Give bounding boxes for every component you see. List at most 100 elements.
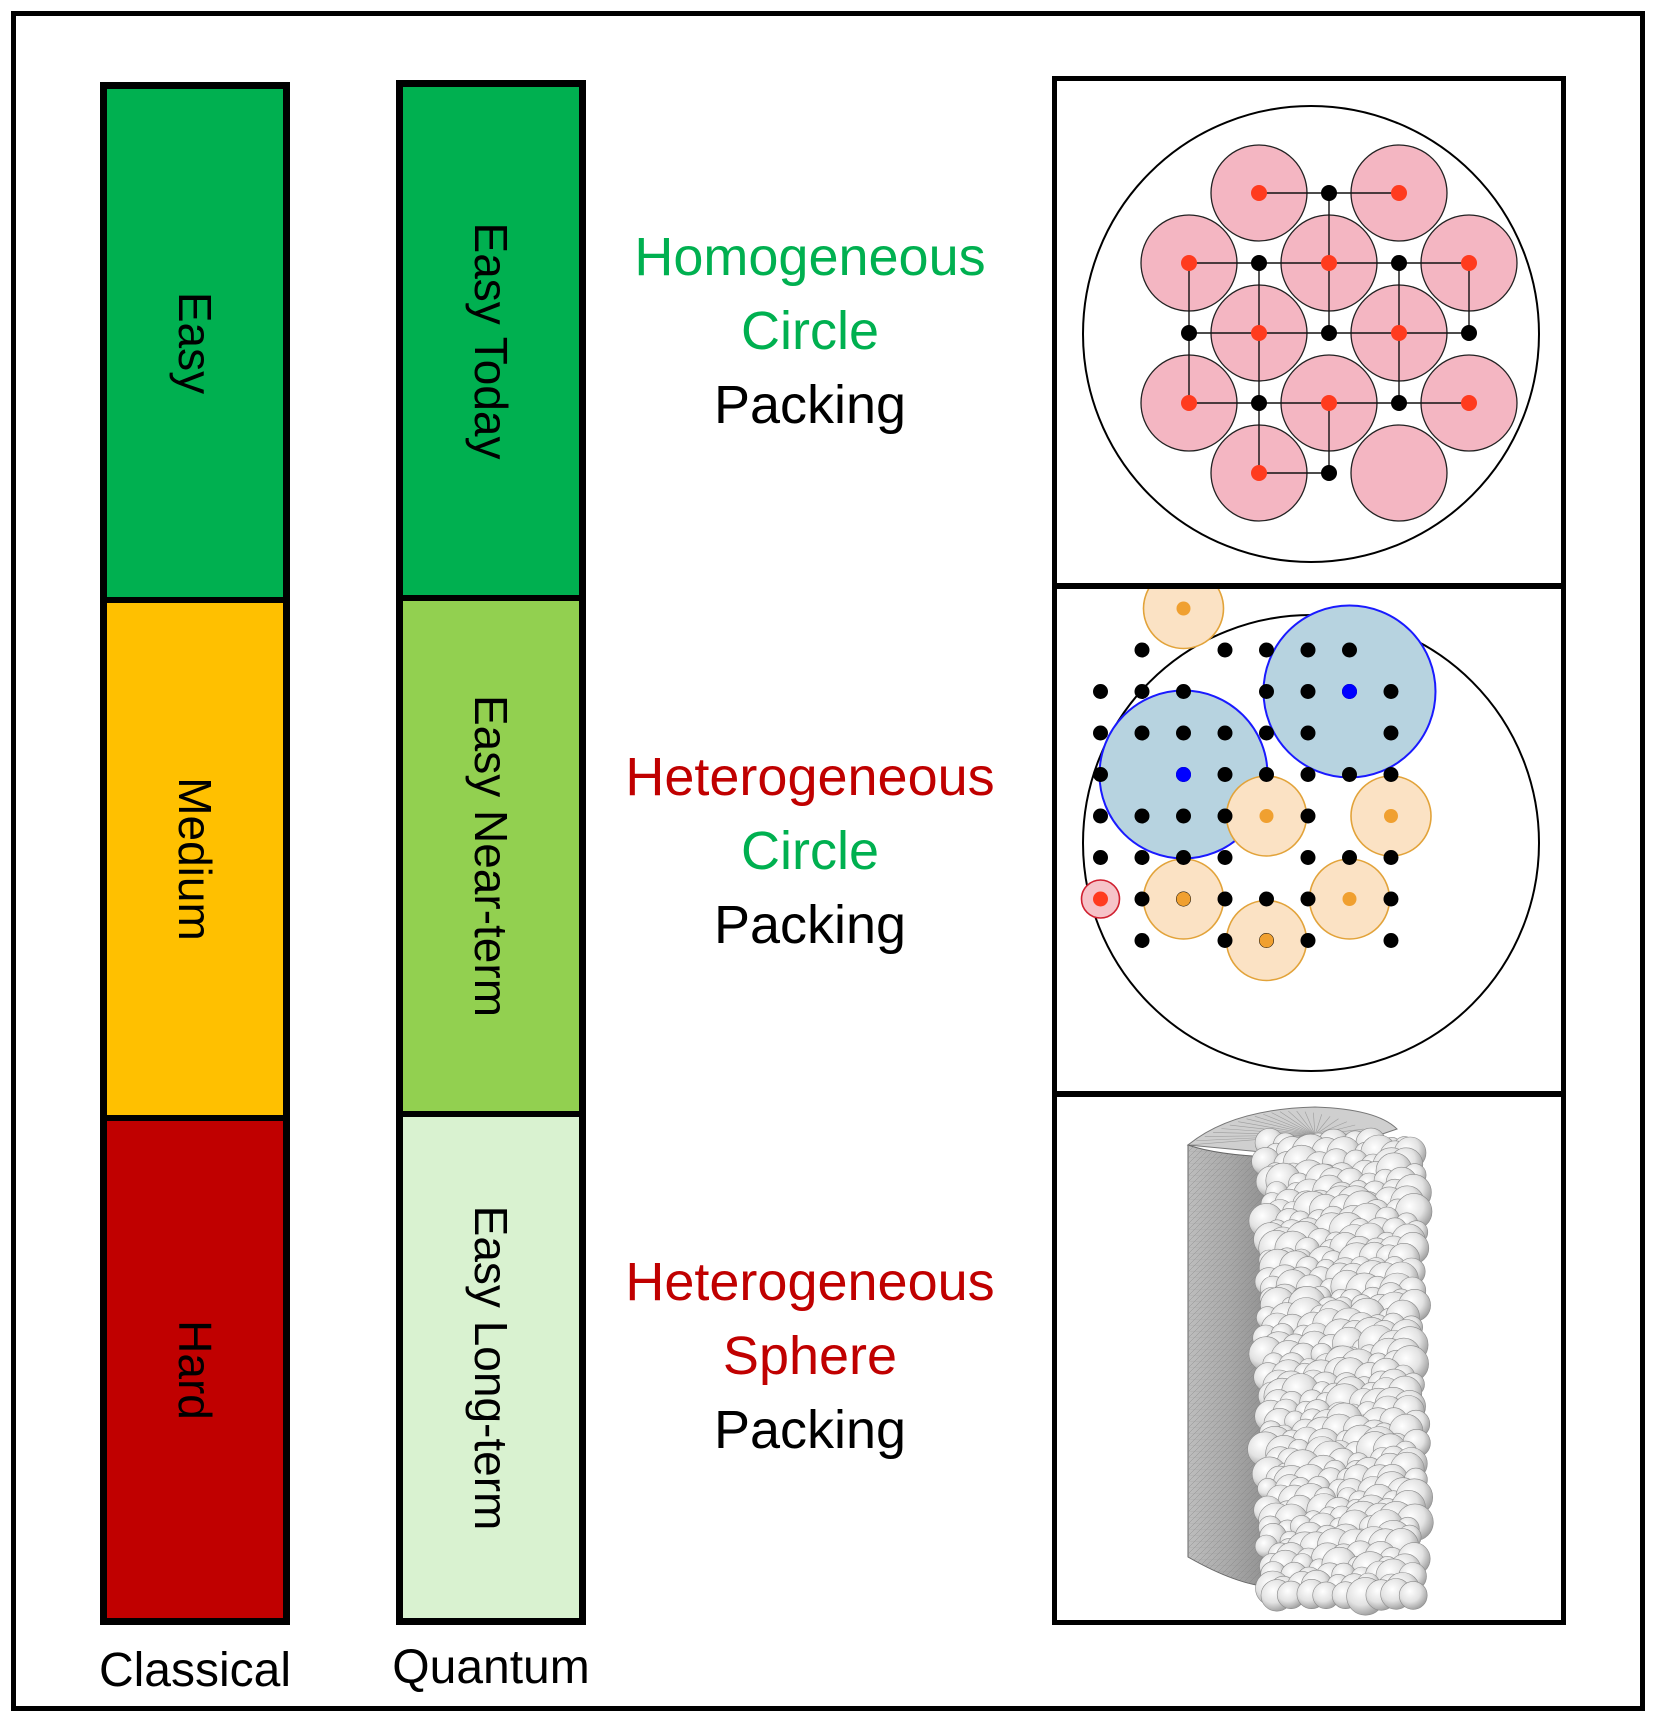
- grid-node: [1259, 767, 1274, 782]
- circle-center: [1321, 395, 1337, 411]
- circle-center: [1176, 892, 1191, 906]
- grid-node: [1217, 891, 1233, 907]
- quantum-label-near-term: Easy Near-term: [465, 694, 517, 1018]
- grid-node: [1300, 684, 1316, 699]
- grid-node: [1217, 725, 1233, 741]
- heterogeneous-sphere-packing-panel: [1052, 1092, 1566, 1625]
- grid-node: [1300, 933, 1316, 948]
- grid-node: [1391, 255, 1407, 271]
- grid-node: [1383, 933, 1399, 948]
- circle-center: [1251, 325, 1267, 341]
- cylinder-top-mesh-line: [1314, 1121, 1347, 1136]
- grid-node: [1093, 808, 1108, 824]
- quantum-segment-long-term: Easy Long-term: [403, 1117, 579, 1618]
- problem-3-line-2: Sphere: [722, 1326, 898, 1386]
- problem-1-line-2: Circle: [740, 301, 879, 361]
- circle-center: [1251, 185, 1267, 201]
- quantum-segment-today: Easy Today: [403, 87, 579, 601]
- problem-1-line-3: Packing: [713, 375, 907, 435]
- grid-node: [1093, 850, 1108, 865]
- cylinder-wall-mesh: [1188, 1145, 1271, 1587]
- cylinder-top-mesh-line: [1314, 1116, 1331, 1136]
- grid-node: [1259, 891, 1274, 907]
- sphere: [1398, 1581, 1428, 1610]
- problem-title-2: Heterogeneous Circle Packing: [570, 740, 1050, 962]
- cylinder-cutaway: [1186, 1106, 1434, 1616]
- grid-node: [1093, 767, 1108, 782]
- grid-node: [1342, 642, 1357, 658]
- classical-segment-hard: Hard: [107, 1121, 283, 1618]
- grid-node: [1259, 642, 1274, 658]
- classical-segment-medium: Medium: [107, 603, 283, 1121]
- heterogeneous-packing-group: [1080, 589, 1437, 982]
- cylinder-top-mesh-line: [1238, 1121, 1316, 1136]
- cylinder-top-mesh-line: [1296, 1110, 1316, 1136]
- grid-node: [1217, 933, 1233, 948]
- grid-node: [1134, 891, 1150, 907]
- cylinder-top-mesh-line: [1313, 1112, 1316, 1136]
- cylinder-top-mesh-line: [1314, 1114, 1323, 1136]
- medium-circle: [1142, 589, 1225, 650]
- grid-node: [1134, 933, 1150, 948]
- circle-center: [1391, 325, 1407, 341]
- grid-node: [1300, 891, 1316, 907]
- homogeneous-packing-group: [1140, 144, 1518, 522]
- cylinder-top-mesh-line: [1279, 1111, 1316, 1136]
- grid-node: [1383, 850, 1399, 865]
- grid-node: [1383, 725, 1399, 741]
- problem-3-line-3: Packing: [713, 1400, 907, 1460]
- homogeneous-circle-packing-panel: [1052, 76, 1566, 588]
- heterogeneous-sphere-packing-illustration: [1186, 1106, 1434, 1616]
- grid-node: [1383, 684, 1399, 699]
- grid-node: [1251, 255, 1267, 271]
- grid-node: [1176, 808, 1191, 824]
- circle-center: [1342, 684, 1357, 699]
- cylinder-top-mesh-line: [1254, 1116, 1316, 1136]
- circle-center: [1181, 395, 1197, 411]
- grid-node: [1342, 850, 1357, 865]
- grid-node: [1093, 684, 1108, 699]
- grid-node: [1134, 850, 1150, 865]
- problem-title-3: Heterogeneous Sphere Packing: [570, 1245, 1050, 1467]
- circle-center: [1259, 933, 1274, 948]
- circle-center: [1342, 892, 1357, 906]
- circle-center: [1093, 891, 1108, 907]
- grid-node: [1300, 642, 1316, 658]
- classical-caption: Classical: [98, 1644, 292, 1697]
- heterogeneous-circle-packing-illustration: [1080, 589, 1540, 1072]
- grid-node: [1217, 808, 1233, 824]
- quantum-label-today: Easy Today: [465, 222, 517, 460]
- sphere-pack: [1247, 1127, 1434, 1616]
- grid-node: [1300, 725, 1316, 741]
- grid-node: [1093, 725, 1108, 741]
- quantum-caption: Quantum: [392, 1641, 590, 1694]
- classical-segment-easy: Easy: [107, 89, 283, 603]
- cylinder-top-mesh-line: [1271, 1112, 1316, 1136]
- grid-node: [1134, 725, 1150, 741]
- grid-node: [1321, 325, 1337, 341]
- grid-node: [1259, 725, 1274, 741]
- grid-node: [1176, 684, 1191, 699]
- grid-node: [1134, 808, 1150, 824]
- figure-frame: [11, 11, 1645, 1711]
- classical-label-hard: Hard: [169, 1319, 221, 1420]
- problem-2-line-3: Packing: [713, 895, 907, 955]
- problem-2-line-1: Heterogeneous: [625, 747, 995, 807]
- grid-node: [1461, 325, 1477, 341]
- grid-node: [1300, 850, 1316, 865]
- grid-node: [1383, 767, 1399, 782]
- grid-node: [1134, 684, 1150, 699]
- grid-node: [1321, 465, 1337, 481]
- cylinder-top-mesh-line: [1246, 1118, 1316, 1136]
- circle-center: [1384, 809, 1398, 823]
- classical-bar: Easy Medium Hard: [100, 82, 290, 1625]
- circle-center: [1321, 255, 1337, 271]
- grid-node: [1321, 185, 1337, 201]
- problem-1-line-1: Homogeneous: [634, 227, 986, 287]
- circle-center: [1391, 185, 1407, 201]
- classical-label-medium: Medium: [169, 777, 221, 941]
- cylinder-top-mesh-line: [1314, 1118, 1339, 1136]
- grid-node: [1217, 642, 1233, 658]
- problem-title-1: Homogeneous Circle Packing: [570, 220, 1050, 442]
- problem-3-line-1: Heterogeneous: [625, 1252, 995, 1312]
